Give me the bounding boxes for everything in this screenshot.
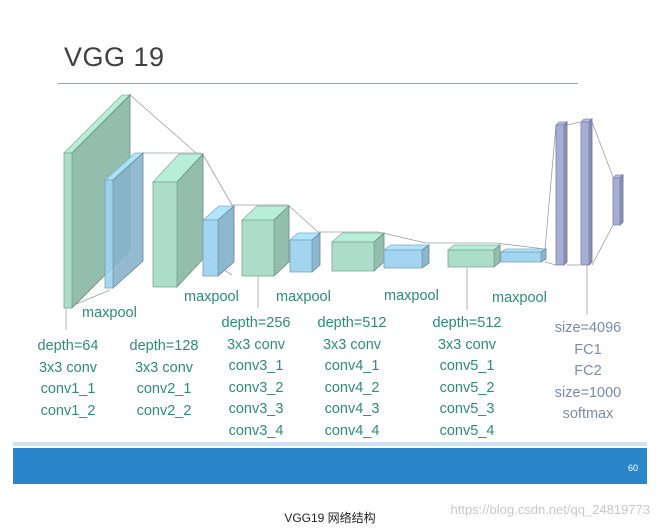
pool-block-3-front bbox=[289, 239, 313, 273]
block1-layer-1: conv1_1 bbox=[40, 381, 96, 397]
block5-kernel: 3x3 conv bbox=[437, 336, 497, 353]
pool-label-5: maxpool bbox=[492, 290, 547, 306]
link-11 bbox=[494, 242, 546, 250]
block3-depth: depth=256 bbox=[221, 315, 291, 331]
block1-kernel: 3x3 conv bbox=[38, 359, 98, 376]
link-14 bbox=[566, 121, 581, 126]
fc-block-3-side bbox=[619, 174, 624, 226]
conv-block-1-front bbox=[63, 152, 73, 309]
pool-label-2: maxpool bbox=[184, 289, 239, 305]
block5-depth: depth=512 bbox=[432, 315, 502, 331]
fc-block-1 bbox=[555, 121, 568, 266]
fc-size-2: size=1000 bbox=[554, 384, 622, 401]
block1-label: depth=64 3x3 conv conv1_1 conv1_2 bbox=[30, 336, 106, 422]
pool-block-3-side bbox=[311, 232, 321, 273]
conv-block-2 bbox=[152, 152, 204, 289]
pool-block-1-front bbox=[104, 179, 114, 289]
pool-label-4: maxpool bbox=[384, 288, 439, 304]
block3-label: depth=256 3x3 conv conv3_1 conv3_2 conv3… bbox=[212, 313, 300, 442]
link-17 bbox=[591, 224, 614, 266]
footer-stripe bbox=[13, 442, 647, 446]
block3-layer-3: conv3_3 bbox=[228, 401, 284, 417]
pool-block-5 bbox=[499, 248, 548, 263]
link-1 bbox=[128, 93, 197, 154]
fc-block-3 bbox=[612, 174, 624, 226]
link-7 bbox=[287, 204, 319, 233]
fc-block-1-front bbox=[555, 124, 565, 266]
block4-kernel: 3x3 conv bbox=[322, 336, 382, 353]
conv-block-5-top bbox=[446, 244, 502, 251]
block4-layer-2: conv4_2 bbox=[324, 379, 380, 396]
block3-layer-1: conv3_1 bbox=[228, 358, 284, 374]
fc-block-2-front bbox=[580, 121, 590, 266]
pool-block-3 bbox=[288, 232, 322, 273]
pool-block-1 bbox=[103, 152, 145, 289]
pool-label-1: maxpool bbox=[82, 305, 137, 321]
block2-depth: depth=128 bbox=[129, 338, 199, 354]
pool-block-4 bbox=[382, 244, 431, 269]
block3-kernel: 3x3 conv bbox=[226, 336, 286, 353]
block5-layer-3: conv5_3 bbox=[439, 401, 495, 417]
block4-layer-1: conv4_1 bbox=[324, 358, 380, 374]
pool-block-5-front bbox=[500, 251, 542, 263]
fc-size-1: size=4096 bbox=[554, 320, 622, 336]
watermark: https://blog.csdn.net/qq_24819773 bbox=[450, 502, 651, 517]
fc-block-1-side bbox=[563, 121, 568, 266]
fc-layer-2: FC2 bbox=[574, 363, 602, 379]
block4-layer-4: conv4_4 bbox=[324, 422, 380, 439]
block3-layer-4: conv3_4 bbox=[228, 422, 284, 439]
figure-caption: VGG19 网络结构 bbox=[284, 511, 376, 525]
block2-layer-1: conv2_1 bbox=[136, 381, 192, 397]
block3-layer-2: conv3_2 bbox=[228, 379, 284, 396]
slide-title: VGG 19 bbox=[64, 42, 165, 72]
fc-softmax: softmax bbox=[562, 406, 614, 422]
block5-layer-4: conv5_4 bbox=[439, 422, 495, 439]
link-4 bbox=[201, 152, 233, 206]
fc-layer-1: FC1 bbox=[574, 341, 602, 358]
pool-block-4-front bbox=[383, 249, 423, 269]
conv-block-3 bbox=[240, 205, 291, 277]
fc-label: size=4096 FC1 FC2 size=1000 softmax bbox=[544, 318, 632, 426]
conv-block-4-front bbox=[331, 241, 375, 272]
block1-depth: depth=64 bbox=[37, 338, 99, 354]
link-13 bbox=[544, 261, 557, 266]
fc-block-3-front bbox=[612, 177, 621, 226]
pool-block-2 bbox=[201, 205, 236, 277]
block4-label: depth=512 3x3 conv conv4_1 conv4_2 conv4… bbox=[308, 313, 396, 442]
pool-block-5-top bbox=[499, 248, 548, 253]
conv-block-3-front bbox=[241, 219, 275, 277]
block5-layer-1: conv5_1 bbox=[439, 358, 495, 374]
conv-block-5-front bbox=[447, 249, 495, 268]
conv-block-2-front bbox=[152, 181, 178, 288]
link-12 bbox=[544, 124, 557, 250]
block2-layer-2: conv2_2 bbox=[136, 402, 192, 419]
pool-block-2-front bbox=[202, 219, 219, 277]
page-number: 60 bbox=[627, 463, 638, 473]
title-divider bbox=[58, 83, 578, 84]
conv-block-4 bbox=[330, 232, 386, 272]
pool-block-4-top bbox=[382, 244, 431, 251]
link-9 bbox=[377, 231, 427, 244]
fc-block-2-side bbox=[588, 118, 593, 266]
block5-layer-2: conv5_2 bbox=[439, 379, 495, 396]
link-16 bbox=[591, 121, 614, 178]
footer-bar bbox=[13, 448, 647, 484]
pool-label-3: maxpool bbox=[276, 289, 331, 305]
block4-layer-3: conv4_3 bbox=[324, 401, 380, 417]
block5-label: depth=512 3x3 conv conv5_1 conv5_2 conv5… bbox=[423, 313, 511, 442]
block4-depth: depth=512 bbox=[317, 315, 387, 331]
block2-kernel: 3x3 conv bbox=[134, 359, 194, 376]
block2-label: depth=128 3x3 conv conv2_1 conv2_2 bbox=[120, 336, 208, 422]
conv-block-5 bbox=[446, 244, 502, 268]
fc-block-2 bbox=[580, 118, 593, 266]
block1-layer-2: conv1_2 bbox=[40, 402, 96, 419]
